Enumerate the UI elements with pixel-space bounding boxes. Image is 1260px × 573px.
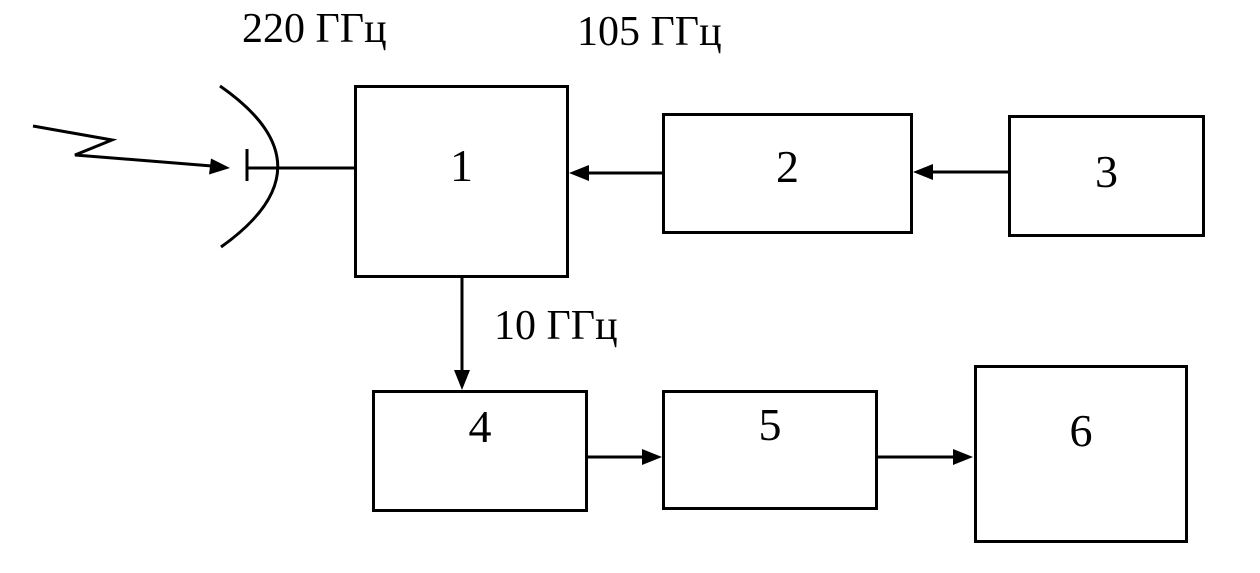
- block-2-label: 2: [776, 140, 799, 192]
- block-3: 3: [1008, 115, 1205, 237]
- incoming-wave-zigzag-icon: [32, 124, 213, 168]
- arrowhead-1-to-4: [454, 370, 470, 390]
- block-2: 2: [662, 113, 913, 234]
- block-4-label: 4: [468, 401, 492, 452]
- arrowhead-4-to-5: [642, 449, 662, 465]
- freq-label-10ghz: 10 ГГц: [494, 303, 618, 349]
- freq-label-220ghz: 220 ГГц: [242, 6, 387, 52]
- block-4: 4: [372, 390, 588, 512]
- incoming-wave-arrowhead-icon: [209, 158, 230, 175]
- block-6-label: 6: [1069, 405, 1093, 456]
- arrowhead-2-to-1: [569, 165, 589, 181]
- block-6: 6: [974, 365, 1188, 543]
- arrowhead-3-to-2: [913, 164, 933, 180]
- block-5: 5: [662, 390, 878, 510]
- antenna-dish-arc-icon: [219, 84, 280, 249]
- arrowhead-5-to-6: [953, 449, 973, 465]
- block-1-label: 1: [450, 139, 473, 191]
- freq-label-105ghz: 105 ГГц: [577, 9, 722, 55]
- block-3-label: 3: [1095, 146, 1118, 197]
- block-5-label: 5: [758, 399, 782, 450]
- block-1: 1: [354, 85, 569, 278]
